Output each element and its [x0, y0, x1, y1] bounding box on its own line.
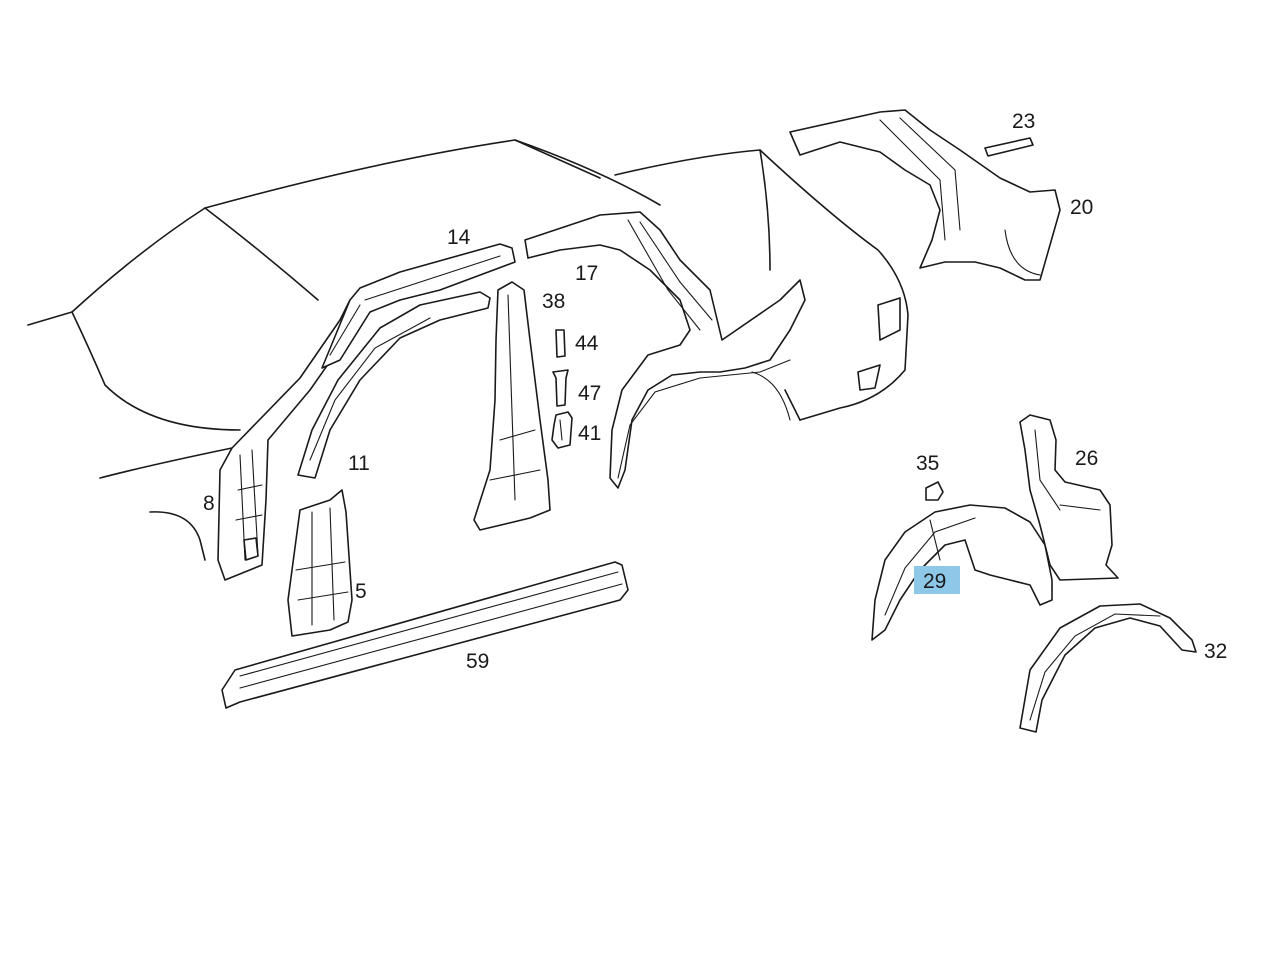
part-20-rear-inner-panel	[789, 109, 1061, 281]
part-38-b-pillar	[473, 281, 551, 531]
label-59: 59	[466, 650, 489, 673]
part-26-quarter-inner	[1019, 414, 1119, 581]
part-41-clip	[551, 411, 573, 449]
label-14: 14	[447, 226, 471, 249]
label-38: 38	[542, 290, 565, 313]
label-41: 41	[578, 422, 601, 445]
label-23: 23	[1012, 110, 1035, 133]
part-11-inner-pillar	[297, 291, 491, 479]
label-20: 20	[1070, 196, 1093, 219]
part-44-pin	[555, 329, 566, 358]
part-5-b-pillar-lower	[287, 489, 353, 637]
label-5: 5	[355, 580, 367, 603]
part-35-clip	[925, 481, 944, 501]
label-32: 32	[1204, 640, 1227, 663]
part-29-wheel-housing	[871, 504, 1053, 641]
label-26: 26	[1075, 447, 1098, 470]
label-35: 35	[916, 452, 939, 475]
part-17-c-pillar	[524, 211, 806, 489]
part-47-bolt	[552, 369, 569, 407]
car-body-outline	[27, 139, 909, 561]
label-29: 29	[923, 570, 946, 593]
label-11: 11	[348, 452, 370, 475]
highlight-29	[914, 566, 960, 594]
part-59-rocker-panel	[221, 561, 629, 709]
label-44: 44	[575, 332, 599, 355]
part-32-wheel-arch	[1019, 603, 1197, 733]
label-47: 47	[578, 382, 601, 405]
part-14-roof-rail	[321, 243, 516, 369]
label-17: 17	[575, 262, 598, 285]
label-8: 8	[203, 492, 215, 515]
part-23-strip	[984, 137, 1034, 157]
